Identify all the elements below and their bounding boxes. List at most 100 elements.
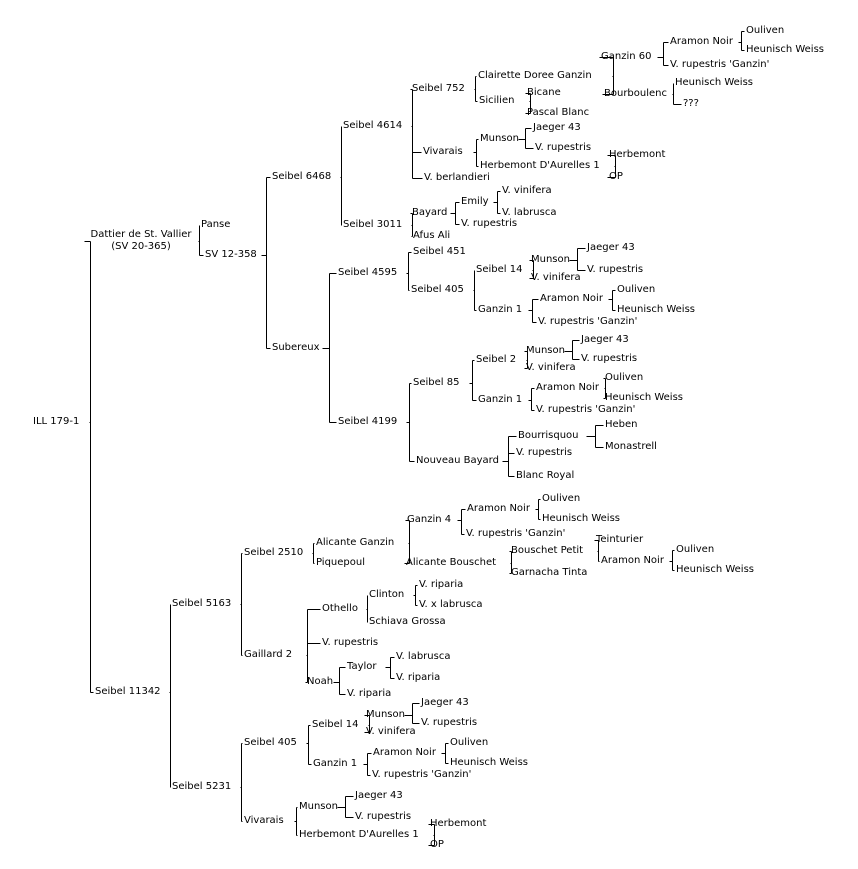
pedigree-node-alicante-ganzin: Alicante Ganzin [316, 537, 395, 548]
pedigree-node-jaeger-43: Jaeger 43 [355, 790, 403, 801]
pedigree-node-seibel-4595: Seibel 4595 [338, 267, 398, 278]
pedigree-node-ganzin-60: Ganzin 60 [601, 51, 652, 62]
pedigree-node-panse: Panse [201, 219, 231, 230]
pedigree-node-seibel-5163: Seibel 5163 [172, 598, 232, 609]
pedigree-node-v-rupestris-ganzin: V. rupestris 'Ganzin' [538, 316, 638, 327]
pedigree-node-heunisch-weiss: Heunisch Weiss [675, 77, 754, 88]
pedigree-node-ganzin-1: Ganzin 1 [478, 394, 523, 405]
pedigree-node-v-berlandieri: V. berlandieri [424, 172, 490, 183]
pedigree-node-seibel-2510: Seibel 2510 [244, 547, 304, 558]
pedigree-node-herbemont-d-aurelles-1: Herbemont D'Aurelles 1 [480, 160, 600, 171]
pedigree-node-bayard: Bayard [412, 207, 448, 218]
pedigree-node-ouliven: Ouliven [617, 284, 656, 295]
pedigree-node-op: OP [609, 171, 623, 182]
pedigree-node-seibel-3011: Seibel 3011 [343, 219, 403, 230]
pedigree-node-v-rupestris: V. rupestris [581, 353, 638, 364]
pedigree-node-ganzin-1: Ganzin 1 [313, 758, 358, 769]
pedigree-node-aramon-noir: Aramon Noir [373, 747, 436, 758]
pedigree-node-ouliven: Ouliven [542, 493, 581, 504]
pedigree-node-v-rupestris: V. rupestris [516, 447, 573, 458]
pedigree-node-gaillard-2: Gaillard 2 [244, 649, 293, 660]
pedigree-node-ouliven: Ouliven [450, 737, 489, 748]
pedigree-node-v-rupestris: V. rupestris [461, 218, 518, 229]
pedigree-node-herbemont-d-aurelles-1: Herbemont D'Aurelles 1 [299, 829, 419, 840]
pedigree-node-clinton: Clinton [369, 589, 405, 600]
pedigree-node-v-riparia: V. riparia [396, 672, 441, 683]
pedigree-node-jaeger-43: Jaeger 43 [421, 697, 469, 708]
pedigree-node-heunisch-weiss: Heunisch Weiss [605, 392, 684, 403]
pedigree-node-noah: Noah [307, 676, 334, 687]
pedigree-node-v-rupestris: V. rupestris [535, 142, 592, 153]
pedigree-node-aramon-noir: Aramon Noir [540, 293, 603, 304]
pedigree-node-garnacha-tinta: Garnacha Tinta [511, 567, 588, 578]
pedigree-node-bouschet-petit: Bouschet Petit [511, 545, 584, 556]
pedigree-node-v-vinifera: V. vinifera [366, 726, 416, 737]
pedigree-node-seibel-4614: Seibel 4614 [343, 120, 403, 131]
pedigree-node-seibel-5231: Seibel 5231 [172, 781, 232, 792]
pedigree-node-seibel-6468: Seibel 6468 [272, 171, 332, 182]
pedigree-node-seibel-14: Seibel 14 [312, 719, 359, 730]
pedigree-node-v-rupestris-ganzin: V. rupestris 'Ganzin' [466, 528, 566, 539]
pedigree-node-seibel-4199: Seibel 4199 [338, 416, 398, 427]
pedigree-node-aramon-noir: Aramon Noir [601, 555, 664, 566]
pedigree-node-alicante-bouschet: Alicante Bouschet [406, 557, 497, 568]
pedigree-node-v-rupestris: V. rupestris [355, 811, 412, 822]
pedigree-node-v-vinifera: V. vinifera [502, 185, 552, 196]
pedigree-node-teinturier: Teinturier [596, 534, 644, 545]
pedigree-node-munson: Munson [526, 345, 565, 356]
pedigree-node-heunisch-weiss: Heunisch Weiss [617, 304, 696, 315]
pedigree-node-afus-ali: Afus Ali [413, 230, 451, 241]
pedigree-node-seibel-451: Seibel 451 [413, 246, 466, 257]
pedigree-node-heunisch-weiss: Heunisch Weiss [542, 513, 621, 524]
pedigree-node-v-rupestris-ganzin: V. rupestris 'Ganzin' [670, 59, 770, 70]
pedigree-node-munson: Munson [366, 709, 405, 720]
pedigree-node-v-vinifera: V. vinifera [526, 362, 576, 373]
pedigree-node-clairette-doree-ganzin: Clairette Doree Ganzin [478, 70, 592, 81]
pedigree-node-aramon-noir: Aramon Noir [536, 382, 599, 393]
pedigree-node-v-rupestris-ganzin: V. rupestris 'Ganzin' [372, 769, 472, 780]
pedigree-node-seibel-2: Seibel 2 [476, 354, 517, 365]
pedigree-node-othello: Othello [322, 603, 358, 614]
pedigree-node-munson: Munson [480, 133, 519, 144]
pedigree-node-v-rupestris-ganzin: V. rupestris 'Ganzin' [536, 404, 636, 415]
pedigree-node-sv-12-358: SV 12-358 [205, 249, 257, 260]
pedigree-node-aramon-noir: Aramon Noir [467, 503, 530, 514]
pedigree-node-pascal-blanc: Pascal Blanc [527, 107, 590, 118]
pedigree-node-v-rupestris: V. rupestris [322, 637, 379, 648]
pedigree-node-munson: Munson [531, 254, 570, 265]
pedigree-node-aramon-noir: Aramon Noir [670, 36, 733, 47]
pedigree-node-herbemont: Herbemont [430, 818, 487, 829]
pedigree-node-ganzin-1: Ganzin 1 [478, 304, 523, 315]
pedigree-node-seibel-14: Seibel 14 [476, 264, 523, 275]
pedigree-node-seibel-752: Seibel 752 [412, 83, 465, 94]
pedigree-node-bourboulenc: Bourboulenc [604, 88, 667, 99]
pedigree-node-vivarais: Vivarais [423, 146, 463, 157]
pedigree-node-: ??? [683, 98, 699, 109]
pedigree-node-v-labrusca: V. labrusca [502, 207, 557, 218]
pedigree-node-v-rupestris: V. rupestris [587, 264, 644, 275]
pedigree-node-emily: Emily [461, 196, 489, 207]
pedigree-node-jaeger-43: Jaeger 43 [533, 122, 581, 133]
pedigree-node-heunisch-weiss: Heunisch Weiss [746, 44, 825, 55]
pedigree-node-herbemont: Herbemont [609, 149, 666, 160]
pedigree-node-op: OP [430, 839, 444, 850]
pedigree-node-seibel-85: Seibel 85 [413, 377, 460, 388]
pedigree-node-dattier-de-st-vallier-sv-20-365: Dattier de St. Vallier (SV 20-365) [90, 229, 192, 252]
pedigree-node-seibel-11342: Seibel 11342 [95, 686, 161, 697]
pedigree-node-bicane: Bicane [527, 87, 561, 98]
pedigree-node-ouliven: Ouliven [605, 372, 644, 383]
pedigree-node-heben: Heben [605, 419, 638, 430]
pedigree-node-ill-179-1: ILL 179-1 [33, 416, 80, 427]
pedigree-node-subereux: Subereux [272, 342, 320, 353]
pedigree-node-v-x-labrusca: V. x labrusca [419, 599, 483, 610]
pedigree-node-bourrisquou: Bourrisquou [518, 430, 579, 441]
pedigree-node-nouveau-bayard: Nouveau Bayard [416, 455, 499, 466]
pedigree-node-ouliven: Ouliven [746, 25, 785, 36]
pedigree-node-v-riparia: V. riparia [419, 579, 464, 590]
pedigree-node-seibel-405: Seibel 405 [244, 737, 297, 748]
pedigree-node-sicilien: Sicilien [479, 95, 515, 106]
pedigree-node-heunisch-weiss: Heunisch Weiss [676, 564, 755, 575]
pedigree-node-ouliven: Ouliven [676, 544, 715, 555]
